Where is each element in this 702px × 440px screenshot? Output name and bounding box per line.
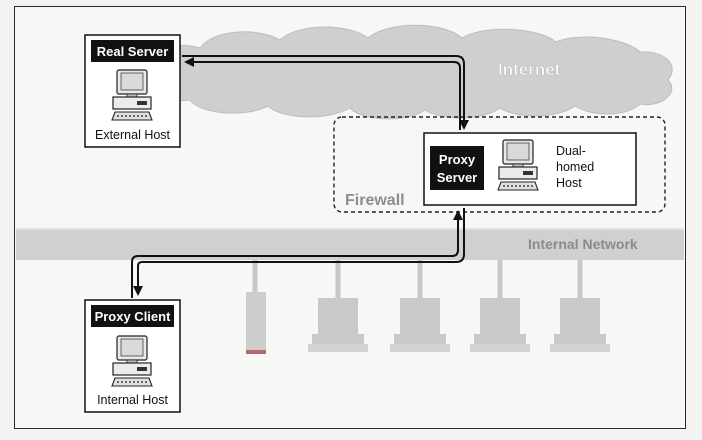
real-server-title-bar: [91, 40, 174, 62]
proxy-client-title-bar: [91, 305, 174, 327]
proxy-client-caption: Internal Host: [97, 393, 168, 407]
internet-cloud: [147, 24, 673, 120]
ghost-host-tower: [246, 292, 266, 354]
arrow-to-real-server: [184, 57, 461, 130]
real-server-title: Real Server: [97, 44, 169, 59]
ghost-host: [308, 298, 368, 352]
arrow-client-to-proxy: [131, 210, 463, 298]
proxy-server-caption-line2: homed: [556, 160, 594, 174]
proxy-server-caption-line3: Host: [556, 176, 582, 190]
arrow-to-proxy-server: [182, 55, 469, 130]
connection-arrows: [131, 55, 469, 298]
firewall-label: Firewall: [345, 192, 405, 209]
ghost-host: [550, 298, 610, 352]
proxy-server-title-line1: Proxy: [439, 152, 476, 167]
internal-network-label: Internal Network: [528, 236, 638, 252]
arrow-proxy-to-client: [133, 208, 465, 296]
proxy-server-host: [423, 132, 637, 206]
proxy-client-host: [84, 299, 181, 413]
proxy-client-title: Proxy Client: [95, 309, 172, 324]
proxy-server-title-box: [430, 146, 484, 190]
real-server-caption: External Host: [95, 128, 171, 142]
proxy-server-caption-line1: Dual-: [556, 144, 586, 158]
internet-label: Internet: [498, 60, 561, 79]
proxy-server-title-line2: Server: [437, 170, 477, 185]
ghost-host: [390, 298, 450, 352]
ghost-hosts: [246, 292, 610, 354]
firewall-boundary: [333, 116, 666, 213]
real-server-host: [84, 34, 181, 148]
network-drops: [252, 260, 583, 300]
ghost-host: [470, 298, 530, 352]
